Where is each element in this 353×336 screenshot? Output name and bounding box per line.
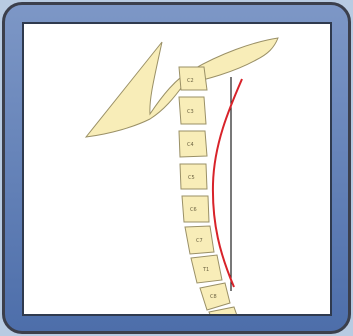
spine-diagram: C2 C3 C4 C5 C6 C7 T1 C8 T1 xyxy=(24,24,332,316)
vertebra-label: T1 xyxy=(202,267,209,273)
figure-panel: C2 C3 C4 C5 C6 C7 T1 C8 T1 xyxy=(22,22,332,316)
vertebra-label: C2 xyxy=(187,78,194,84)
vertebra-label: C3 xyxy=(187,109,194,115)
vertebra-label: C5 xyxy=(188,175,195,181)
vertebra-label: C6 xyxy=(190,207,197,213)
vertebra-label: C7 xyxy=(196,238,203,244)
vertebra-label: C4 xyxy=(187,142,194,148)
vertebra-label: C8 xyxy=(210,294,217,300)
